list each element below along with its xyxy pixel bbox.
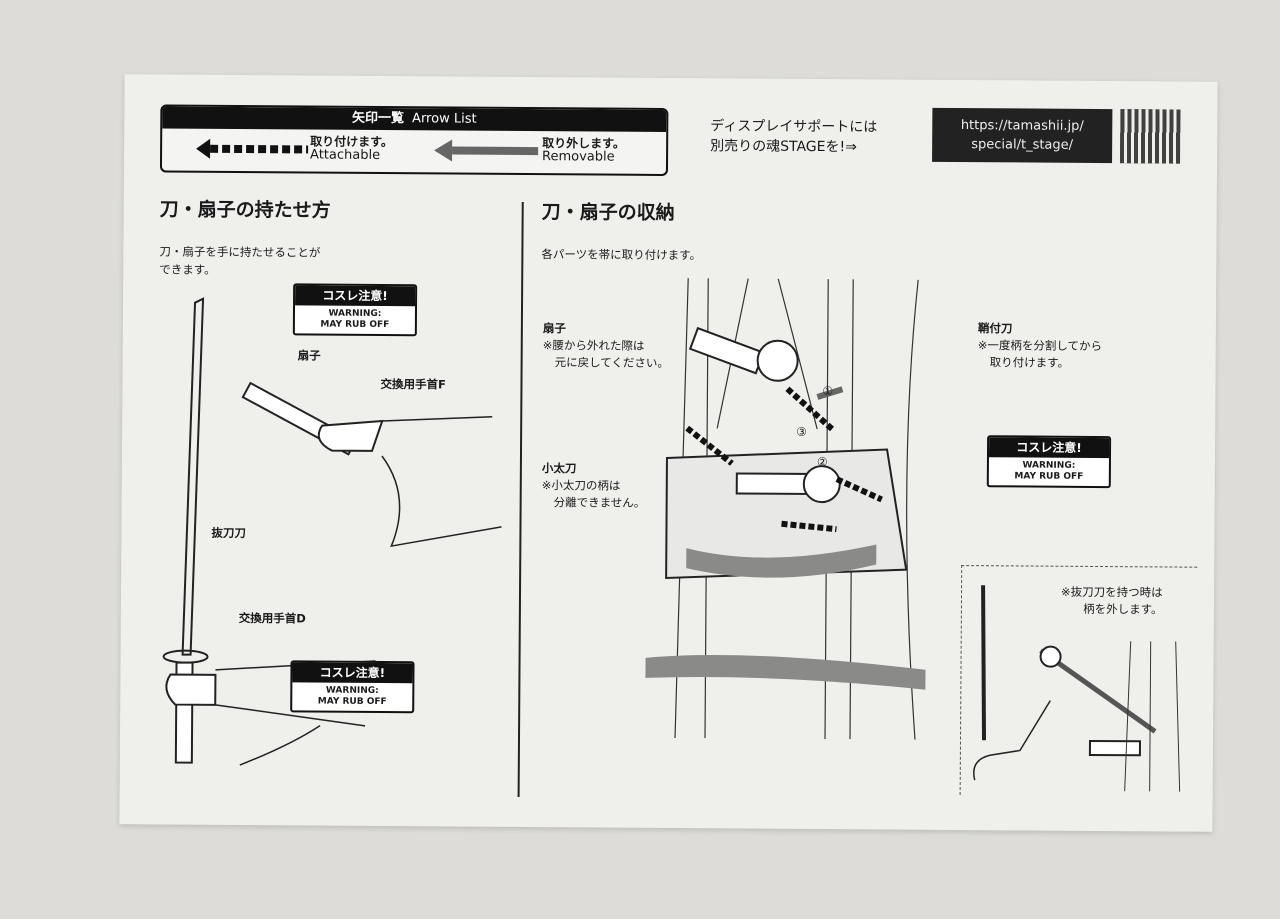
right-heading: 刀・扇子の収納 (541, 201, 675, 225)
title-en: Arrow List (412, 111, 477, 127)
kodachi-note1: ※小太刀の柄は (541, 478, 621, 493)
left-illustration (162, 297, 502, 766)
warning-badge: コスレ注意!WARNING:MAY RUB OFF (986, 435, 1112, 489)
warning-title: コスレ注意! (295, 285, 416, 307)
solid-arrow-icon (434, 139, 539, 162)
promo-text: ディスプレイサポートには別売りの魂STAGEを!⇒ (710, 116, 877, 157)
label-fan-storage: 扇子 (542, 321, 566, 336)
kodachi-note2: 分離できません。 (553, 495, 646, 510)
obi-illustration (645, 278, 926, 740)
remove-en: Removable (542, 149, 615, 165)
url-line1: https://tamashii.jp/ (960, 118, 1084, 134)
qr-code[interactable] (1120, 109, 1181, 164)
warning-badge: コスレ注意!WARNING:MAY RUB OFF (292, 283, 418, 337)
warning-badge: コスレ注意!WARNING:MAY RUB OFF (290, 660, 415, 714)
fan-note1: ※腰から外れた際は (542, 338, 645, 353)
warning-title: コスレ注意! (988, 437, 1110, 459)
stage-url[interactable]: https://tamashii.jp/special/t_stage/ (932, 107, 1113, 164)
step-1: ① (822, 384, 834, 399)
warning-title: コスレ注意! (292, 662, 413, 684)
warning-line1: WARNING: (1022, 460, 1076, 471)
promo-line2: 別売りの魂STAGEを!⇒ (710, 138, 857, 156)
label-wrist-f: 交換用手首F (380, 376, 446, 392)
warning-line2: MAY RUB OFF (320, 319, 390, 331)
arrow-list-title: 矢印一覧 Arrow List (162, 106, 667, 132)
title-jp: 矢印一覧 (352, 110, 405, 127)
promo-line1: ディスプレイサポートには (710, 118, 878, 136)
attach-en: Attachable (310, 147, 381, 163)
warning-line2: MAY RUB OFF (317, 696, 387, 708)
step-2: ② (816, 455, 828, 470)
label-saya-katana: 鞘付刀 (977, 321, 1013, 336)
warning-line1: WARNING: (325, 685, 379, 696)
step-3: ③ (796, 424, 807, 439)
right-desc: 各パーツを帯に取り付けます。 (541, 247, 702, 263)
url-line2: special/t_stage/ (971, 137, 1074, 153)
label-fan: 扇子 (297, 348, 321, 363)
label-wrist-d: 交換用手首D (238, 611, 306, 626)
left-heading: 刀・扇子の持たせ方 (159, 198, 331, 222)
warning-line1: WARNING: (328, 308, 382, 319)
label-batto-katana: 抜刀刀 (211, 525, 246, 541)
saya-note2: 取り付けます。 (989, 355, 1070, 370)
inset-illustration (973, 585, 1181, 792)
left-desc1: 刀・扇子を手に持たせることが (159, 244, 321, 260)
dashed-arrow-icon (196, 138, 309, 159)
left-desc2: できます。 (159, 262, 216, 277)
fan-note2: 元に戻してください。 (554, 355, 669, 371)
warning-line2: MAY RUB OFF (1014, 471, 1084, 482)
label-kodachi: 小太刀 (541, 461, 577, 476)
saya-note1: ※一度柄を分割してから (977, 338, 1103, 354)
